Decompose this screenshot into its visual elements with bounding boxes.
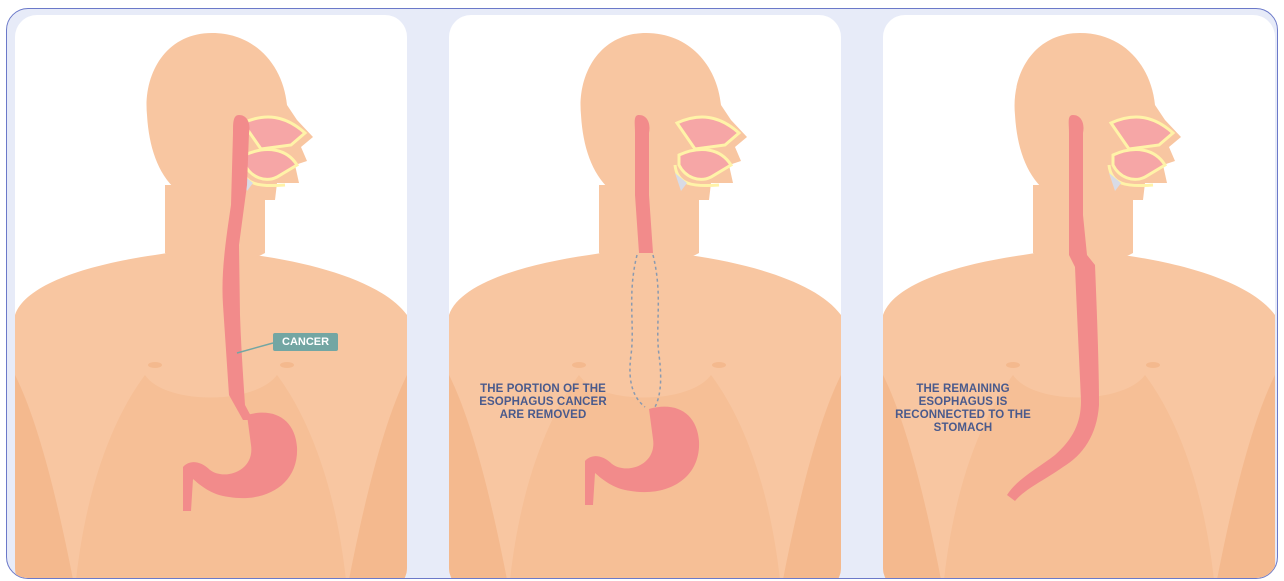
panel-removed: THE PORTION OF THE ESOPHAGUS CANCER ARE … xyxy=(449,15,841,579)
cancer-tag: CANCER xyxy=(273,333,338,351)
panel-cancer: CANCER xyxy=(15,15,407,579)
reconnected-caption: THE REMAINING ESOPHAGUS IS RECONNECTED T… xyxy=(893,383,1033,435)
diagram-frame: CANCER THE PORTION OF THE ESOPHAGUS CANC… xyxy=(6,8,1278,579)
panel-reconnected: THE REMAINING ESOPHAGUS IS RECONNECTED T… xyxy=(883,15,1275,579)
body-illustration-1 xyxy=(15,15,407,579)
removed-caption: THE PORTION OF THE ESOPHAGUS CANCER ARE … xyxy=(479,383,607,422)
body-illustration-3 xyxy=(883,15,1275,579)
body-illustration-2 xyxy=(449,15,841,579)
